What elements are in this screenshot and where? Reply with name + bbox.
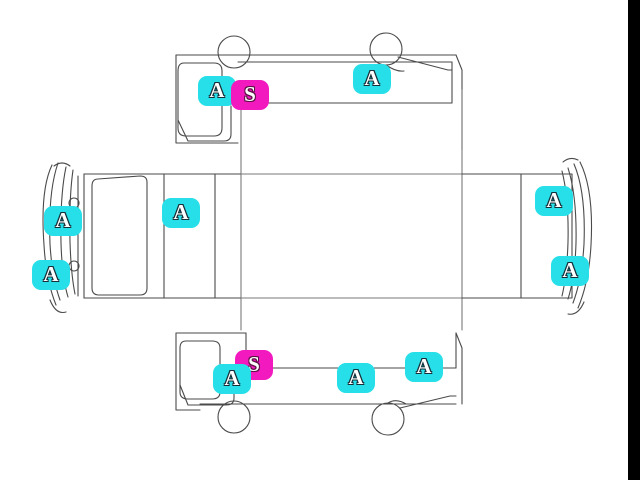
damage-marker-label: A [348,364,365,389]
damage-marker-label: A [364,65,381,90]
damage-marker-a[interactable]: A [551,256,589,286]
damage-marker-label: S [243,81,256,106]
damage-marker-s[interactable]: S [231,80,269,110]
damage-marker-label: A [209,77,226,102]
right-edge-black-bar [628,0,640,480]
damage-marker-a[interactable]: A [198,76,236,106]
damage-marker-label: A [173,199,190,224]
damage-marker-label: S [247,351,260,376]
damage-marker-a[interactable]: A [213,364,251,394]
damage-marker-a[interactable]: A [405,352,443,382]
damage-marker-label: A [562,257,579,282]
damage-marker-a[interactable]: A [32,260,70,290]
top-plan-view [175,32,463,331]
damage-marker-a[interactable]: A [535,186,573,216]
right-elevation-view [461,157,593,315]
left-elevation-view [42,162,463,314]
damage-marker-label: A [55,207,72,232]
damage-marker-label: A [43,261,60,286]
damage-marker-a[interactable]: A [337,363,375,393]
damage-marker-a[interactable]: A [44,206,82,236]
damage-marker-label: A [224,365,241,390]
damage-marker-a[interactable]: A [162,198,200,228]
damage-marker-label: A [416,353,433,378]
damage-marker-label: A [546,187,563,212]
damage-marker-a[interactable]: A [353,64,391,94]
